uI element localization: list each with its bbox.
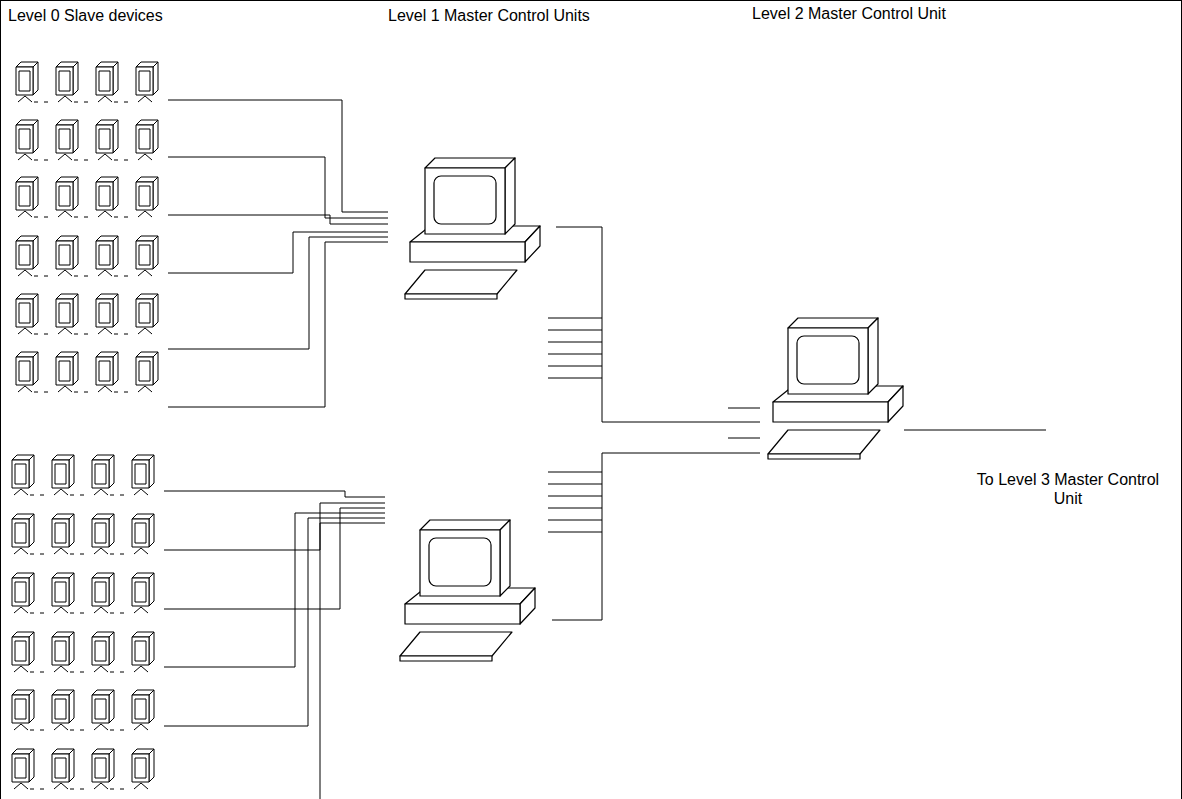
slave-device [16, 236, 38, 276]
slave-device [92, 690, 114, 730]
bus-line [110, 554, 130, 555]
bus-line [30, 613, 50, 614]
slave-device [132, 573, 154, 613]
slave-device [96, 120, 118, 160]
slave-device [136, 62, 158, 102]
slave-device [52, 573, 74, 613]
level1-computer [405, 158, 540, 299]
bus-line [30, 672, 50, 673]
bus-line [110, 672, 130, 673]
bus-line [30, 554, 50, 555]
bus-line [110, 495, 130, 496]
slave-device [16, 177, 38, 217]
bus-line [34, 276, 54, 277]
bus-line [74, 392, 94, 393]
slave-device [136, 294, 158, 334]
slave-device [56, 177, 78, 217]
slave-device [12, 632, 34, 672]
bus-line [30, 789, 50, 790]
bus-line [34, 217, 54, 218]
slave-device [96, 294, 118, 334]
bus-line [114, 102, 134, 103]
slave-device [16, 294, 38, 334]
level2-computer [768, 318, 903, 459]
slave-device [96, 177, 118, 217]
slave-device [56, 62, 78, 102]
slave-device [16, 120, 38, 160]
bus-line [114, 160, 134, 161]
bus-line [74, 160, 94, 161]
bus-line [110, 730, 130, 731]
slave-devices [12, 62, 158, 789]
slave-device [96, 352, 118, 392]
slave-device [12, 573, 34, 613]
bus-line [110, 789, 130, 790]
slave-device [136, 120, 158, 160]
bus-line [30, 495, 50, 496]
slave-device [12, 690, 34, 730]
slave-device [16, 62, 38, 102]
bus-line [74, 102, 94, 103]
level1-computer [400, 520, 535, 661]
slave-device [52, 514, 74, 554]
bus-line [70, 495, 90, 496]
slave-device [136, 352, 158, 392]
slave-device [92, 573, 114, 613]
slave-device [56, 120, 78, 160]
slave-device [132, 749, 154, 789]
bus-line [74, 217, 94, 218]
bus-line [74, 334, 94, 335]
slave-device [96, 62, 118, 102]
bus-line [34, 160, 54, 161]
slave-device [52, 749, 74, 789]
slave-device [12, 455, 34, 495]
slave-device [52, 690, 74, 730]
bus-line [70, 613, 90, 614]
bus-line [70, 672, 90, 673]
bus-line [34, 102, 54, 103]
slave-device [92, 632, 114, 672]
level-heading: Level 0 Slave devices [8, 6, 163, 25]
bus-line [34, 334, 54, 335]
slave-device [56, 236, 78, 276]
bus-line [114, 276, 134, 277]
bus-line [114, 392, 134, 393]
level-heading: Level 1 Master Control Units [388, 6, 590, 25]
bus-line [30, 730, 50, 731]
slave-device [92, 455, 114, 495]
slave-device [12, 514, 34, 554]
slave-device [132, 690, 154, 730]
slave-device [16, 352, 38, 392]
slave-device [132, 632, 154, 672]
bus-line [70, 730, 90, 731]
level-heading: Level 2 Master Control Unit [752, 4, 946, 23]
bus-line [70, 789, 90, 790]
bus-line [70, 554, 90, 555]
slave-device [56, 294, 78, 334]
slave-device [96, 236, 118, 276]
bus-line [74, 276, 94, 277]
bus-line [114, 217, 134, 218]
slave-device [52, 632, 74, 672]
slave-device [132, 514, 154, 554]
slave-device [92, 514, 114, 554]
slave-device [136, 236, 158, 276]
slave-device [12, 749, 34, 789]
slave-device [92, 749, 114, 789]
slave-device [136, 177, 158, 217]
destination-label: To Level 3 Master Control Unit [968, 470, 1168, 508]
slave-device [56, 352, 78, 392]
slave-device [52, 455, 74, 495]
wires [164, 100, 1046, 799]
slave-device [132, 455, 154, 495]
bus-line [114, 334, 134, 335]
bus-line [110, 613, 130, 614]
bus-line [34, 392, 54, 393]
